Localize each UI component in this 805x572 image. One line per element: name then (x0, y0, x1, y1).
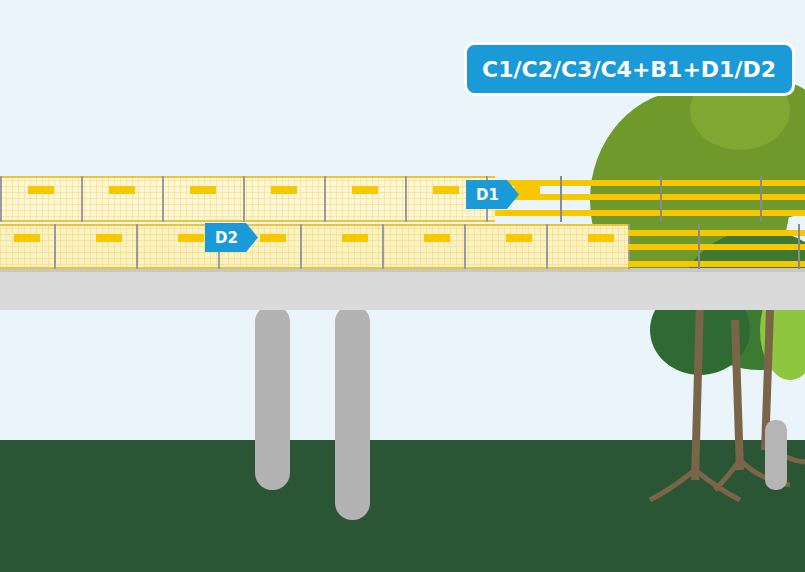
fence-plate (352, 186, 378, 194)
fence-post (243, 176, 245, 222)
fence-plate (96, 234, 122, 242)
arrow-outline (205, 223, 258, 252)
rail-post (698, 224, 800, 269)
rail-post (798, 224, 800, 269)
mesh-fence (0, 176, 495, 222)
fence-post (546, 224, 548, 269)
box-outline (466, 44, 794, 95)
fence-plate (433, 186, 459, 194)
fence-plate (342, 234, 368, 242)
fence-post (324, 176, 326, 222)
pillar (255, 305, 370, 520)
fence-post (405, 176, 407, 222)
tag-label: D2 (215, 229, 238, 247)
fence-plate (271, 186, 297, 194)
arrow-tag: D2 (205, 223, 258, 252)
arrow-outline (466, 180, 519, 209)
mesh-fence (0, 224, 628, 269)
fence-post (0, 176, 2, 222)
fence-post (54, 224, 56, 269)
fence-plate (424, 234, 450, 242)
fence-plate (178, 234, 204, 242)
fence-plate (109, 186, 135, 194)
fence-post (81, 176, 83, 222)
fence-plate (506, 234, 532, 242)
fence-post (162, 176, 164, 222)
tag-label: D1 (476, 186, 499, 204)
ground (0, 440, 805, 572)
rail-post (560, 176, 762, 222)
rail-barrier (628, 230, 805, 267)
rail-post (560, 176, 562, 222)
rail-barrier (495, 180, 805, 216)
fence-post (14, 224, 630, 269)
title-box: C1/C2/C3/C4+B1+D1/D2 (464, 42, 795, 96)
sky (0, 0, 805, 440)
fence-plate (260, 234, 286, 242)
arrow-tag: D1 (466, 180, 519, 209)
fence-post (464, 224, 466, 269)
rail-post (660, 176, 662, 222)
fence-plate (190, 186, 216, 194)
fence-plate (514, 186, 540, 194)
bridge-deck (0, 268, 805, 310)
fence-plate (14, 234, 40, 242)
fence-post (136, 224, 138, 269)
fence-post (382, 224, 384, 269)
fence-post (300, 224, 302, 269)
fence-plate (28, 186, 54, 194)
fence-plate (588, 234, 614, 242)
rail-post (698, 224, 700, 269)
fence-post (0, 176, 540, 222)
rail-post (760, 176, 762, 222)
tag-label: C1/C2/C3/C4+B1+D1/D2 (482, 57, 776, 82)
